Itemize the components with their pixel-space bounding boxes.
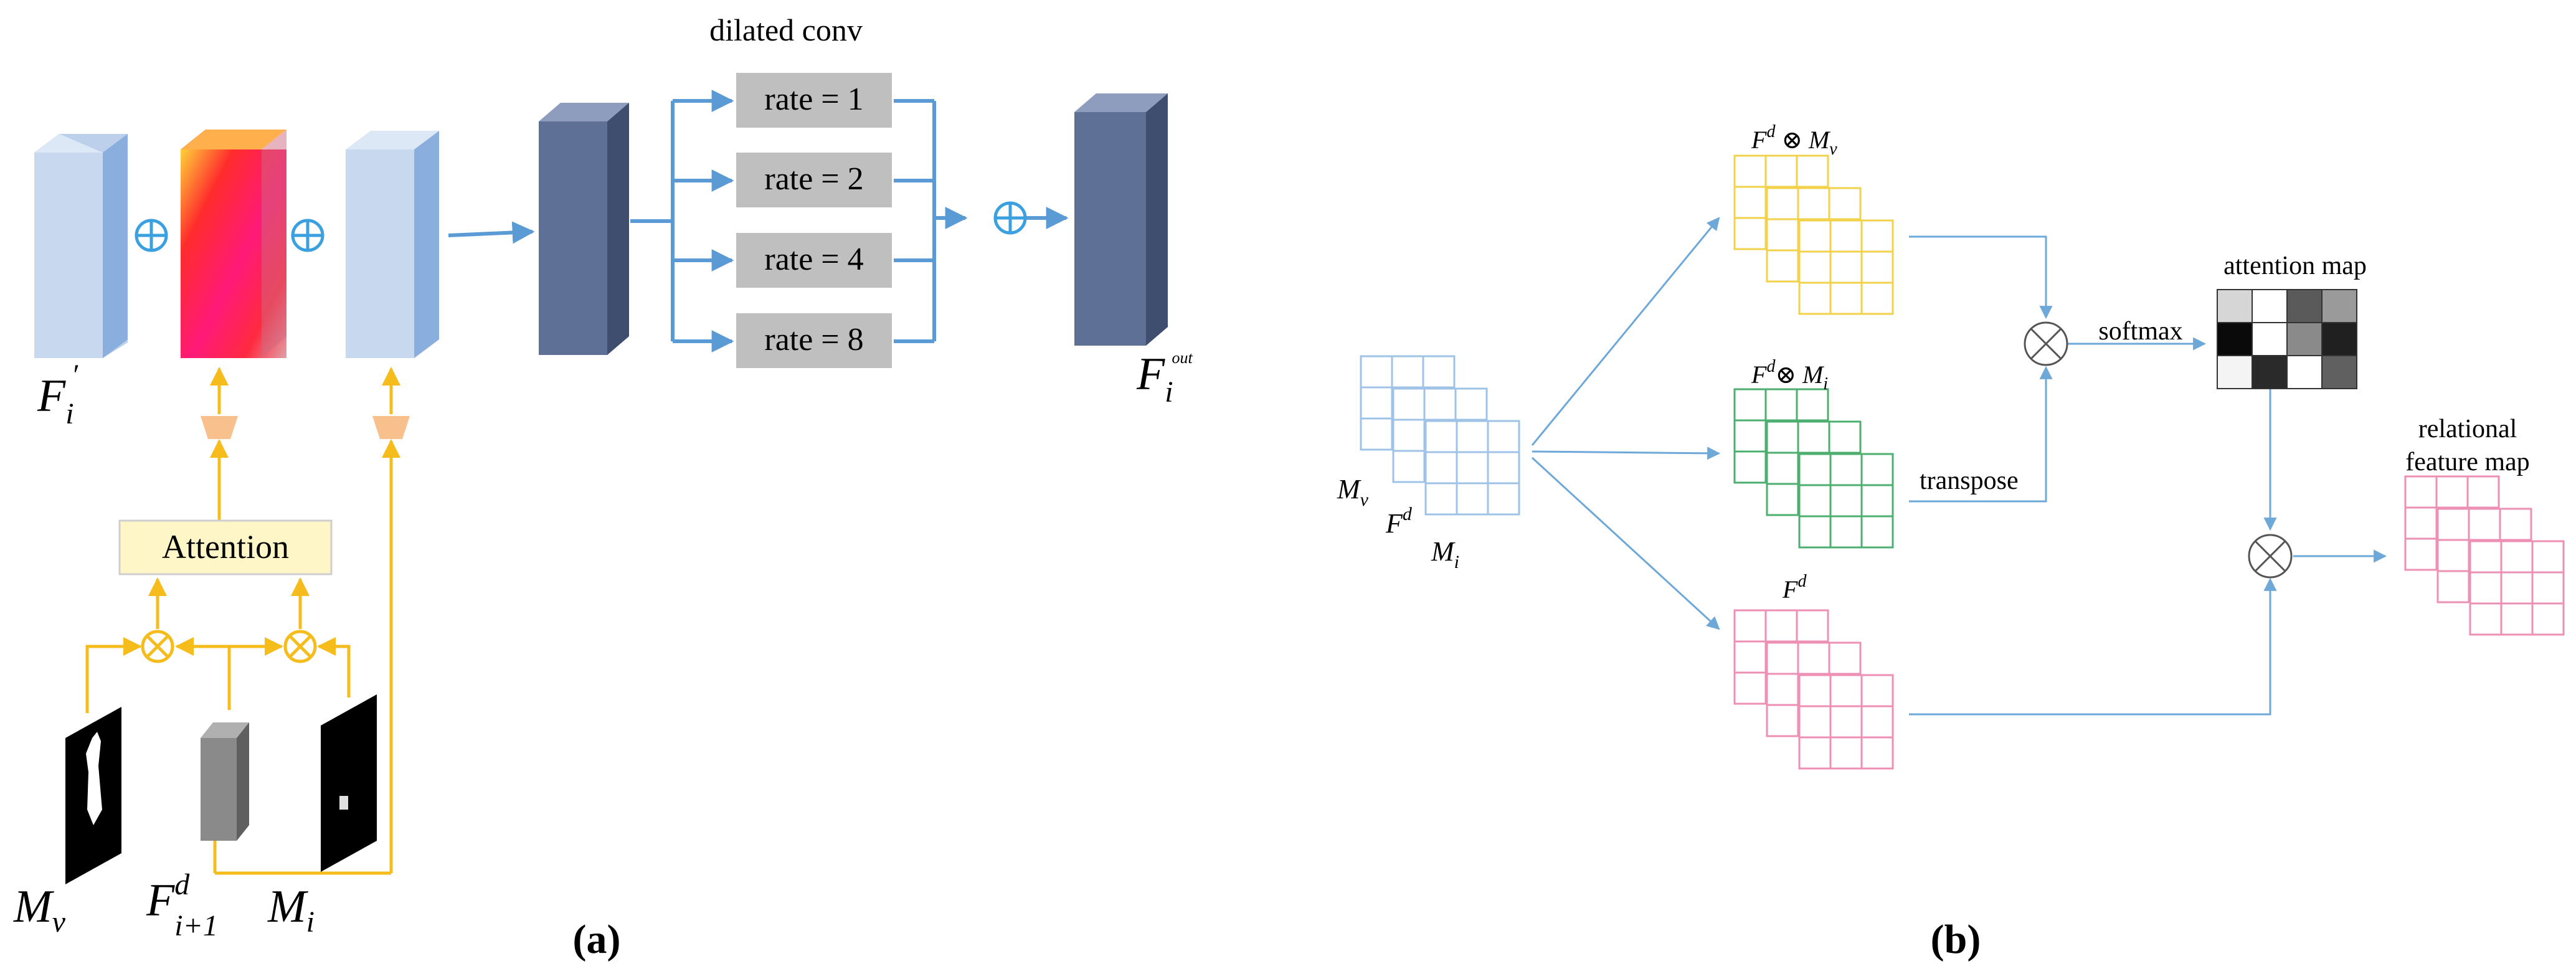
feature-block-output: [1074, 93, 1168, 346]
feature-block-dark: [539, 103, 629, 355]
panel-a: dilated conv rate = 1 rate = 2 rate = 4 …: [13, 12, 1193, 962]
attention-map-grid: [2217, 289, 2357, 389]
grid-fd-mi: [1733, 388, 1894, 549]
upsample-funnel: [372, 416, 410, 439]
grid-cell: [1860, 281, 1894, 315]
grid-fd-mv: [1733, 154, 1894, 315]
grid-layer: [1426, 421, 1519, 514]
relational-label-1: relational: [2418, 415, 2517, 443]
label-fd-otimes-mv: Fd ⊗ Mv: [1751, 122, 1837, 159]
dilated-conv-heading: dilated conv: [709, 12, 863, 47]
grid-layer: [2470, 541, 2564, 635]
grid-cell: [1487, 482, 1520, 516]
rate-label: rate = 4: [764, 242, 863, 277]
transpose-label: transpose: [1920, 466, 2019, 495]
input-label-mi: Mi: [1431, 536, 1459, 572]
grid-relational: [2404, 475, 2565, 636]
feature-block-fi-prime: [34, 134, 128, 358]
input-label-fd: Fd: [1385, 504, 1413, 539]
caption-b: (b): [1931, 917, 1981, 962]
label-fi-prime: Fi′: [37, 359, 79, 430]
panel-b: Mv Fd Mi Fd ⊗ Mv Fd⊗ Mi Fd: [1337, 122, 2565, 962]
mask-mv: [65, 707, 121, 884]
orange-flow-lines: [85, 637, 391, 875]
mask-mi: [321, 694, 377, 872]
relational-label-2: feature map: [2405, 448, 2529, 476]
attention-heatmap: [181, 130, 286, 358]
oplus-icon: [291, 219, 324, 252]
rate-box: rate = 2: [736, 153, 892, 207]
panel-b-flow: [1909, 235, 2387, 716]
input-label-mv: Mv: [1337, 474, 1369, 510]
otimes-icon: [2024, 321, 2068, 366]
feature-block-fd: [201, 722, 249, 841]
grid-layer: [1799, 220, 1893, 314]
grid-input: [1360, 355, 1520, 516]
attention-label: Attention: [162, 528, 289, 565]
label-fi-out: Fiout: [1136, 349, 1193, 409]
rate-label: rate = 2: [764, 161, 863, 197]
grid-cell: [2531, 602, 2565, 636]
label-mi: Mi: [267, 881, 315, 939]
label-fd: Fd: [1782, 572, 1807, 603]
grid-layer: [1799, 675, 1893, 769]
attention-box: Attention: [118, 519, 333, 575]
grid-layer: [1799, 454, 1893, 547]
otimes-icon: [2248, 534, 2293, 579]
rate-box: rate = 8: [736, 313, 892, 368]
oplus-icon: [135, 219, 168, 252]
rate-label: rate = 8: [764, 322, 863, 357]
caption-a: (a): [573, 917, 621, 962]
feature-block-light: [346, 131, 439, 358]
branch-lines: [630, 90, 1069, 352]
grid-fd: [1733, 609, 1894, 770]
otimes-icon: [141, 630, 174, 663]
otimes-icon: [283, 630, 317, 663]
rate-label: rate = 1: [764, 82, 863, 117]
label-mv: Mv: [13, 881, 66, 939]
softmax-label: softmax: [2098, 317, 2182, 346]
label-fd-otimes-mi: Fd⊗ Mi: [1751, 357, 1828, 394]
upsample-funnel: [201, 416, 238, 439]
feature-grids: [1360, 154, 2565, 770]
attention-map-label: attention map: [2223, 252, 2367, 280]
rate-box: rate = 4: [736, 233, 892, 288]
grid-cell: [1860, 515, 1894, 549]
grid-cell: [1860, 736, 1894, 770]
input-branch-arrows: [1531, 217, 1721, 630]
oplus-icon: [993, 201, 1027, 235]
rate-box: rate = 1: [736, 73, 892, 128]
